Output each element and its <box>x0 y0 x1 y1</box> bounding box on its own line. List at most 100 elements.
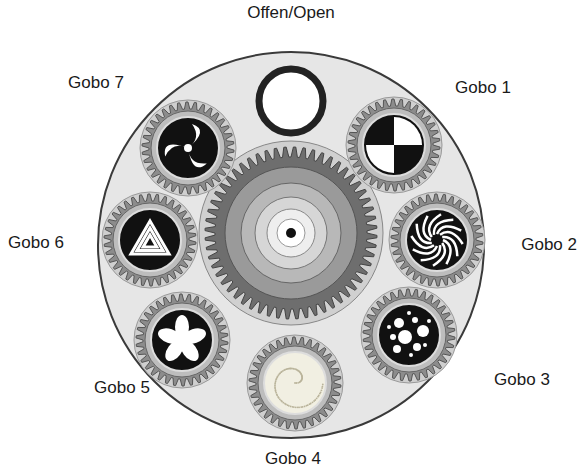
gobo-part <box>300 373 302 375</box>
gobo-gear <box>104 194 196 286</box>
gobo-part <box>301 378 303 380</box>
gobo-part <box>300 380 302 382</box>
gobo-disc <box>406 209 468 271</box>
gobo-gear <box>136 294 228 386</box>
gobo-part <box>366 145 394 173</box>
gobo-part <box>301 374 303 376</box>
gobo-part <box>295 382 297 384</box>
gobo-part <box>398 330 412 344</box>
gobo-part <box>274 382 276 384</box>
gobo-part <box>319 393 321 395</box>
gobo-part <box>283 402 285 404</box>
gobo-part <box>317 396 319 398</box>
gobo-part <box>361 287 457 383</box>
gobo-gear <box>142 102 234 194</box>
gobo-part <box>301 376 303 378</box>
gobo-part <box>277 219 305 247</box>
gobo-part <box>284 369 286 371</box>
gobo-part <box>394 318 404 328</box>
gobo-part <box>316 398 318 400</box>
gobo-part <box>161 138 188 160</box>
gobo-part <box>280 400 282 402</box>
gobo-part <box>276 378 278 380</box>
gobo-part <box>102 192 198 288</box>
gobo-part <box>296 369 298 371</box>
gobo-part <box>293 368 295 370</box>
gobo-part <box>298 370 300 372</box>
gobo-label: Gobo 3 <box>494 370 550 390</box>
gobo-part <box>278 397 280 399</box>
gobo-part <box>137 228 163 251</box>
gobo-part <box>287 404 289 406</box>
gobo-part <box>427 319 431 323</box>
gobo-part <box>298 381 300 383</box>
gobo-gear <box>391 194 483 286</box>
gobo-part <box>417 325 429 337</box>
gobo-part <box>400 203 474 277</box>
gobo-part <box>301 375 303 377</box>
gobo-part <box>393 345 401 353</box>
gobo-part <box>275 379 277 381</box>
gobo-part <box>275 380 277 382</box>
gobo-part <box>267 209 315 257</box>
gobo-part <box>285 404 287 406</box>
gobo-part <box>184 144 192 152</box>
gobo-part <box>188 124 200 148</box>
open-aperture <box>259 69 323 133</box>
gobo-gear <box>249 337 341 429</box>
gobo-part <box>300 372 302 374</box>
gobo-part <box>442 237 457 256</box>
gobo-part <box>281 371 283 373</box>
gobo-disc <box>157 117 219 179</box>
gobo-part <box>258 346 332 420</box>
gobo-part <box>321 387 323 389</box>
gobo-part <box>274 383 276 385</box>
gobo-part <box>389 192 485 288</box>
gobo-part <box>346 97 442 193</box>
gobo-label: Gobo 6 <box>8 233 64 253</box>
gobo-part <box>290 406 292 408</box>
gobo-part <box>286 228 296 238</box>
gobo-part <box>299 371 301 373</box>
gobo-part <box>407 311 411 315</box>
gobo-part <box>277 396 279 398</box>
gobo-part <box>295 406 297 408</box>
gobo-part <box>288 368 290 370</box>
gobo-part <box>275 389 277 391</box>
gobo-part <box>312 401 314 403</box>
gobo-part <box>297 370 299 372</box>
gobo-part <box>297 406 299 408</box>
gobo-part <box>276 393 278 395</box>
gobo-part <box>423 343 427 347</box>
gobo-part <box>274 386 276 388</box>
gobo-part <box>156 326 183 347</box>
gobo-part <box>151 111 225 185</box>
gobo-part <box>140 100 236 196</box>
gobo-part <box>357 108 431 182</box>
gobo-part <box>300 380 302 382</box>
gobo-part <box>225 167 357 299</box>
gobo-part <box>292 406 294 408</box>
gobo-part <box>284 403 286 405</box>
gobo-label: Offen/Open <box>247 3 335 23</box>
gobo-part <box>113 203 187 277</box>
gobo-part <box>412 317 418 323</box>
gobo-part <box>281 401 283 403</box>
gobo-part <box>178 336 186 344</box>
gobo-part <box>247 335 343 431</box>
gobo-part <box>279 372 281 374</box>
gobo-part <box>255 197 327 269</box>
gobo-disc <box>151 309 213 371</box>
gobo-label: Gobo 5 <box>94 378 150 398</box>
gobo-part <box>274 385 276 387</box>
gobo-part <box>306 405 308 407</box>
center-gear <box>205 147 377 319</box>
gobo-part <box>300 373 302 375</box>
gobo-label: Gobo 4 <box>265 449 321 469</box>
gobo-part <box>145 303 219 377</box>
gobo-disc <box>264 352 326 414</box>
gobo-part <box>313 400 315 402</box>
gobo-part <box>390 334 396 340</box>
gobo-part <box>409 353 413 357</box>
gobo-part <box>290 368 292 370</box>
